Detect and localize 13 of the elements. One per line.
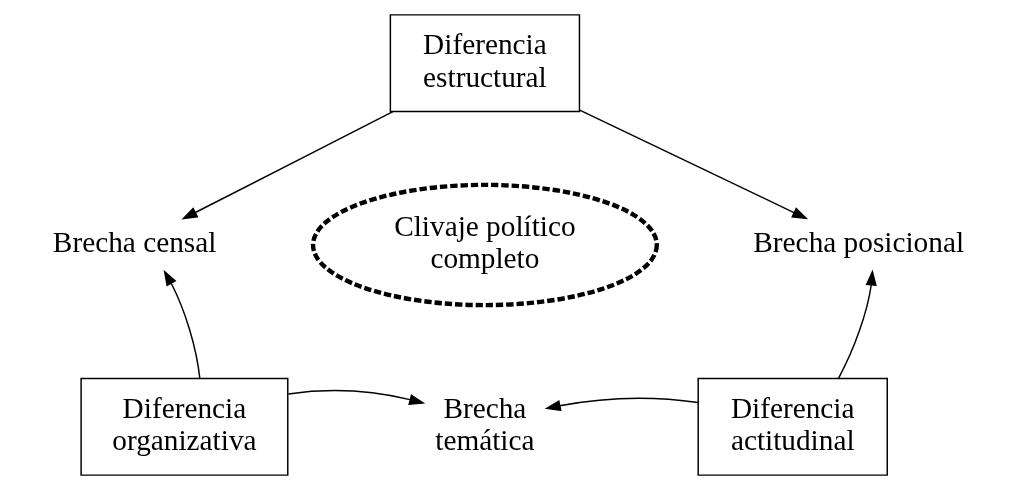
arrow [837,269,877,379]
node-box: Diferencia organizativa [80,377,289,476]
node-text: Brecha temática [435,391,535,456]
arrow [163,269,201,379]
arrow [579,108,809,219]
arrow [544,396,699,411]
arrow [287,389,426,405]
node-text: Brecha posicional [753,225,965,258]
arrow [181,110,394,220]
node-ellipse: Clivaje político completo [310,182,659,307]
node-box: Diferencia actitudinal [697,377,888,476]
node-box: Diferencia estructural [389,13,581,112]
node-text: Brecha censal [52,225,217,258]
